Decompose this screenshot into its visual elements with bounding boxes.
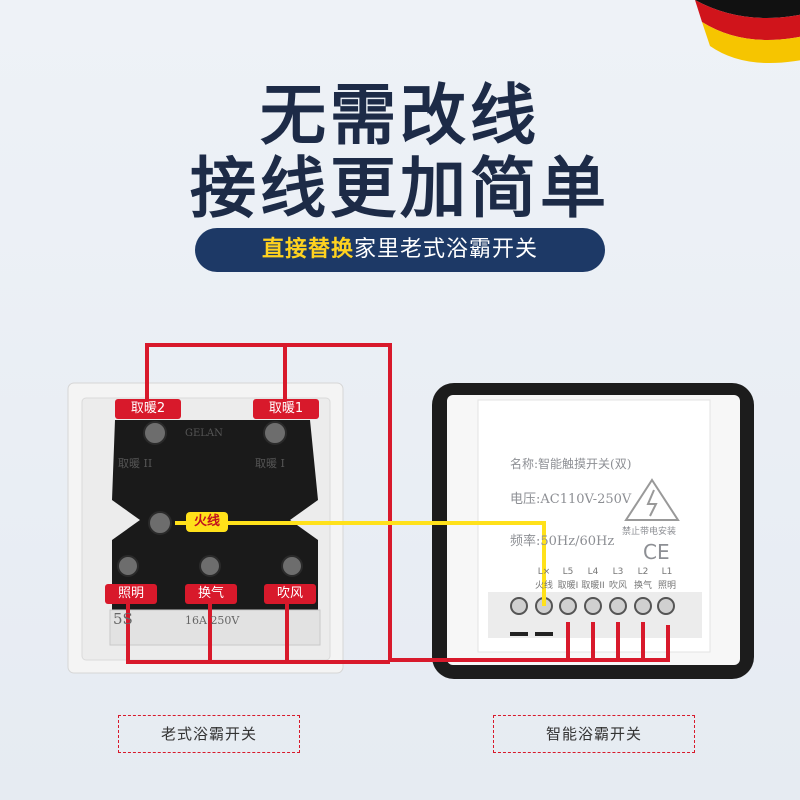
print-heat-2: 取暖 II [118, 457, 153, 470]
caption-old-switch: 老式浴霸开关 [118, 715, 300, 753]
terminal-code: L4 [587, 567, 599, 577]
label-light: 照明 [105, 584, 157, 604]
rating-print: 16A 250V [185, 614, 240, 627]
subtitle-highlight: 直接替换 [261, 237, 354, 262]
flag-ribbon-decoration [695, 0, 800, 64]
headline-line-1: 无需改线 [260, 76, 540, 154]
terminal-code: L× [537, 567, 551, 577]
terminal-code: L1 [661, 567, 673, 577]
terminal-name: 换气 [633, 581, 652, 591]
headline-line-2: 接线更加简单 [190, 149, 610, 227]
smart-switch-terminals [510, 597, 675, 615]
terminal-code: L2 [637, 567, 649, 577]
terminal-name: 取暖I [557, 581, 579, 591]
terminal-name: 火线 [534, 581, 553, 591]
terminal-name: 取暖II [581, 581, 605, 591]
caption-smart-switch: 智能浴霸开关 [493, 715, 695, 753]
label-heat-2: 取暖2 [115, 399, 181, 419]
ce-mark: CE [643, 540, 670, 564]
yellow-wire [175, 521, 546, 606]
smart-frequency-line: 频率:50Hz/60Hz [510, 534, 615, 549]
old-switch-screws [117, 421, 303, 577]
model-print: 5S [113, 610, 133, 628]
smart-name-line: 名称:智能触摸开关(双) [510, 457, 632, 471]
label-vent: 换气 [185, 584, 237, 604]
terminal-code: L3 [612, 567, 624, 577]
print-heat-1: 取暖 I [255, 457, 285, 470]
label-heat-1: 取暖1 [253, 399, 319, 419]
terminal-name: 吹风 [608, 581, 627, 591]
brand-print: GELAN [185, 428, 223, 439]
warning-triangle-icon [624, 478, 680, 521]
label-live-wire: 火线 [186, 512, 229, 532]
terminal-name: 照明 [657, 581, 676, 591]
red-wires [126, 343, 670, 664]
subtitle-pill: 直接替换家里老式浴霸开关 [195, 228, 605, 272]
smart-voltage-line: 电压:AC110V-250V [510, 492, 632, 507]
warning-text: 禁止带电安装 [622, 527, 677, 537]
label-blower: 吹风 [264, 584, 316, 604]
terminal-code: L5 [562, 567, 574, 577]
subtitle-rest: 家里老式浴霸开关 [354, 237, 539, 262]
